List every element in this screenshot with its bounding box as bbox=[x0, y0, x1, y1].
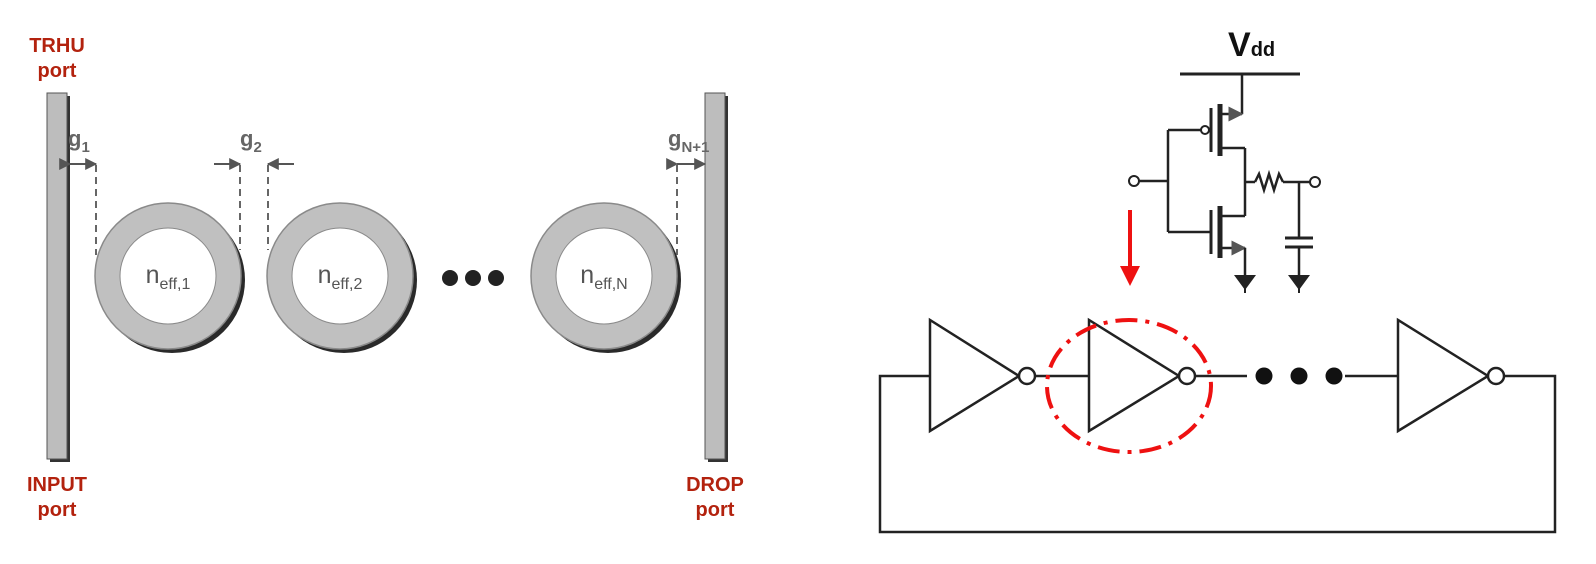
resistor bbox=[1253, 169, 1285, 195]
drop-bus-waveguide bbox=[704, 92, 728, 462]
thru-port-label-line2: port bbox=[38, 60, 77, 82]
gap-marker-n-plus-1: gN+1 bbox=[666, 126, 709, 255]
drop-port-label-line1: DROP bbox=[686, 474, 744, 496]
output-terminal bbox=[1309, 176, 1321, 188]
ring-resonator-diagram: TRHU port INPUT port DROP port neff,1 ne… bbox=[27, 35, 744, 521]
highlight-circle bbox=[1045, 318, 1213, 454]
pmos-transistor bbox=[1200, 74, 1245, 156]
gap-marker-2: g2 bbox=[214, 126, 294, 250]
inverter bbox=[928, 317, 1037, 434]
inverter bbox=[1087, 317, 1197, 434]
ring-resonator: neff,N bbox=[530, 202, 681, 353]
capacitor bbox=[1285, 182, 1313, 275]
ground-symbol bbox=[1288, 275, 1310, 293]
ring-resonator: neff,1 bbox=[94, 202, 245, 353]
gap-label: g2 bbox=[240, 126, 262, 156]
gap-label: gN+1 bbox=[668, 126, 709, 156]
ellipsis-dots bbox=[442, 270, 504, 286]
drop-port-label-line2: port bbox=[696, 499, 735, 521]
inverter-chain bbox=[878, 317, 1557, 534]
gap-label: g1 bbox=[68, 126, 90, 156]
ring-index-label: neff,1 bbox=[146, 261, 191, 293]
ring-oscillator-diagram: Vdd bbox=[878, 26, 1557, 534]
thru-port-label-line1: TRHU bbox=[29, 35, 85, 57]
nmos-transistor bbox=[1209, 206, 1247, 275]
gap-marker-1: g1 bbox=[59, 126, 98, 255]
ground-symbol bbox=[1234, 275, 1256, 293]
ellipsis-dots bbox=[1255, 367, 1343, 385]
input-terminal bbox=[1128, 175, 1140, 187]
ring-index-label: neff,N bbox=[580, 261, 627, 293]
input-bus-waveguide bbox=[46, 92, 70, 462]
cmos-inverter-schematic bbox=[1128, 74, 1321, 293]
ring-index-label: neff,2 bbox=[318, 261, 363, 293]
inverter bbox=[1396, 317, 1506, 434]
vdd-label: Vdd bbox=[1228, 26, 1275, 64]
ring-resonator: neff,2 bbox=[266, 202, 417, 353]
input-port-label-line2: port bbox=[38, 499, 77, 521]
input-port-label-line1: INPUT bbox=[27, 474, 87, 496]
